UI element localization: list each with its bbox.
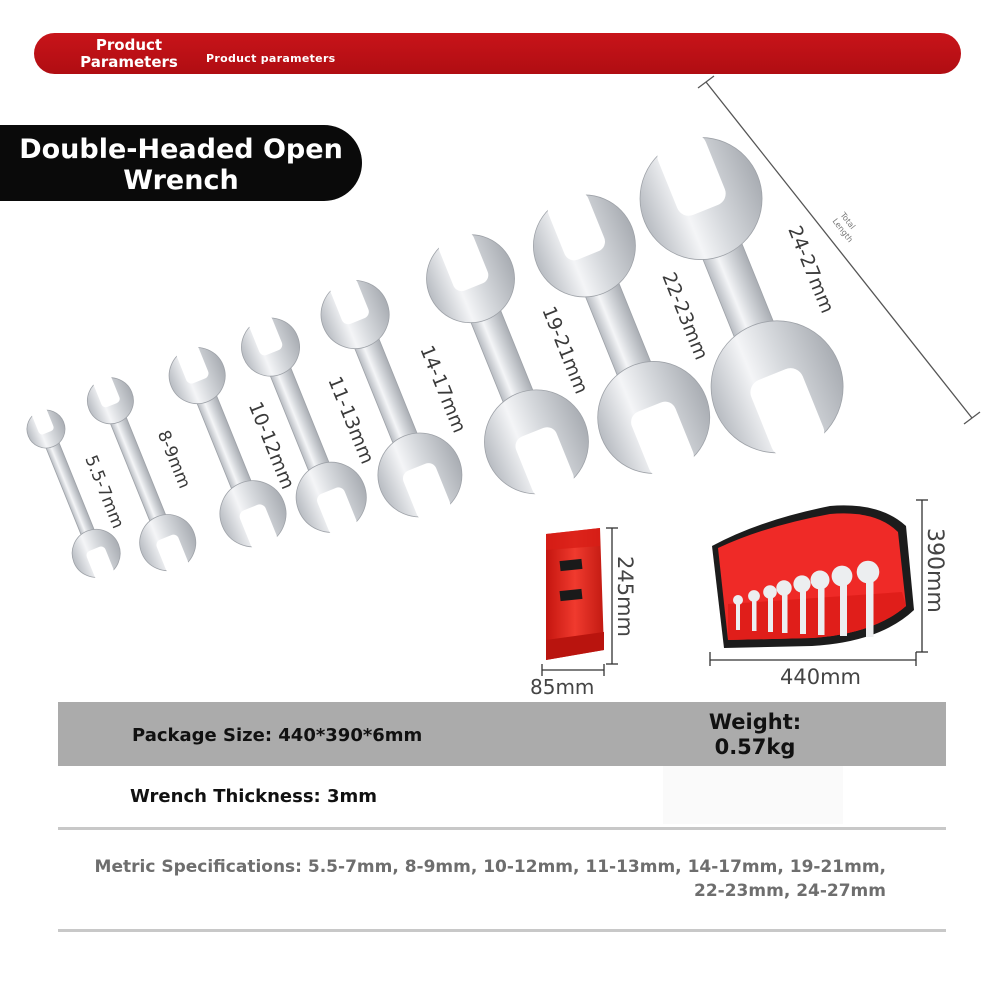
wrench-2	[87, 375, 197, 574]
package-size: Package Size: 440*390*6mm	[132, 725, 423, 746]
wrench-size-label: 11-13mm	[323, 373, 378, 467]
wrench-size-label: 8-9mm	[153, 428, 194, 492]
pouch-mini-wrench-head	[856, 560, 880, 584]
folded-pouch-height: 245mm	[613, 556, 637, 637]
total-length-dimension-line	[705, 81, 973, 419]
pouch-mini-wrench	[768, 592, 773, 632]
header-banner	[34, 33, 961, 74]
banner-badge-label: Product Parameters	[80, 36, 178, 71]
wrench-jaw-opening	[93, 375, 120, 408]
weight: Weight: 0.57kg	[708, 710, 802, 759]
wrench-4	[241, 315, 367, 536]
wrench-jaw-opening	[547, 191, 606, 261]
wrench-8	[639, 134, 844, 457]
banner-sub-label: Product parameters	[206, 52, 336, 65]
wrench-jaw-opening	[317, 487, 357, 536]
folded-pouch-width: 85mm	[530, 675, 594, 699]
pouch-mini-wrench-head	[763, 585, 777, 599]
open-pouch	[712, 505, 914, 648]
open-pouch-width: 440mm	[780, 665, 861, 689]
spec-band	[58, 702, 946, 766]
wrench-jaw-opening	[631, 401, 694, 477]
wrench-5	[320, 277, 463, 520]
wrench-thickness: Wrench Thickness: 3mm	[130, 786, 378, 807]
product-title: Double-Headed Open Wrench	[19, 134, 343, 196]
wrench-3	[168, 345, 287, 550]
pouch-mini-wrench-head	[810, 570, 830, 590]
wrench-jaw-opening	[515, 427, 574, 497]
wrench-6	[426, 231, 589, 497]
divider-bottom	[58, 929, 946, 932]
divider-top	[58, 827, 946, 830]
wrench-jaw-opening	[86, 546, 114, 580]
wrench-jaw-opening	[438, 231, 489, 292]
wrench-jaw-opening	[156, 534, 189, 574]
pouch-mini-wrench-head	[831, 565, 853, 587]
wrench-jaw-opening	[750, 368, 825, 457]
pouch-mini-wrench-head	[793, 575, 811, 593]
open-pouch-height: 390mm	[922, 528, 947, 613]
pouch-mini-wrench	[800, 584, 806, 634]
wrench-1	[26, 407, 121, 580]
product-title-pill	[0, 125, 362, 201]
wrench-jaw-opening	[657, 134, 726, 216]
wrench-jaw-opening	[402, 463, 451, 520]
wrench-size-label: 14-17mm	[415, 342, 470, 436]
pouch-mini-wrench-head	[733, 595, 743, 605]
pouch-mini-wrench-head	[776, 580, 792, 596]
wrench-size-label: 19-21mm	[537, 303, 592, 397]
folded-pouch	[546, 528, 604, 660]
pouch-mini-wrench-head	[748, 590, 760, 602]
pouch-mini-wrench	[782, 588, 788, 633]
total-length-label: Total Length	[830, 210, 863, 244]
wrench-size-label: 22-23mm	[657, 269, 712, 363]
spec-band-right-cell	[663, 766, 843, 824]
wrench-jaw-opening	[330, 277, 369, 325]
wrench-jaw-opening	[176, 345, 209, 384]
wrench-jaw-opening	[239, 504, 277, 550]
wrench-jaw-opening	[249, 315, 283, 356]
pouch-mini-wrench	[752, 596, 757, 631]
pouch-mini-wrench	[866, 572, 874, 637]
metric-specifications: Metric Specifications: 5.5-7mm, 8-9mm, 1…	[94, 857, 886, 901]
pouch-mini-wrench	[736, 600, 740, 630]
pouch-mini-wrench	[818, 580, 825, 635]
pouch-mini-wrench	[840, 576, 847, 636]
wrench-7	[533, 191, 711, 477]
wrench-jaw-opening	[31, 407, 54, 435]
wrench-size-label: 24-27mm	[783, 223, 838, 317]
